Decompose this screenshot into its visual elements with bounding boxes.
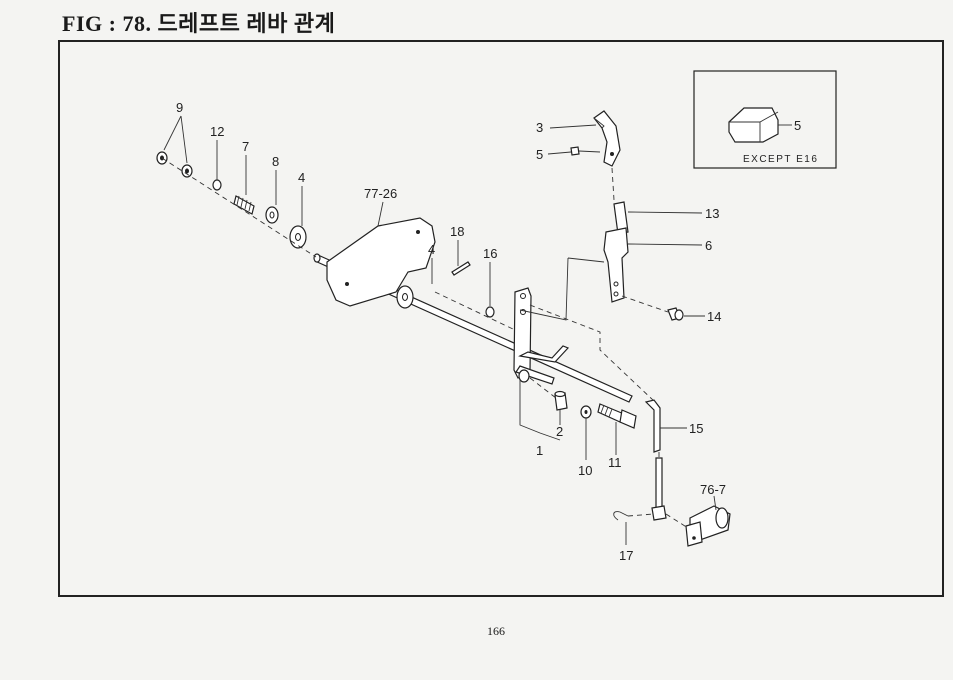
label-3: 3 [536, 120, 543, 135]
rod-15 [644, 399, 667, 521]
leader-lines [163, 115, 717, 545]
label-1: 1 [536, 443, 543, 458]
plate-6 [603, 227, 629, 303]
label-2: 2 [556, 424, 563, 439]
label-16: 16 [483, 246, 497, 261]
plate-13 [613, 201, 629, 235]
washer-16 [485, 306, 495, 318]
label-4-upper: 4 [298, 170, 305, 185]
screw-5 [570, 146, 601, 156]
inset-part-label: 5 [794, 118, 801, 133]
knob-cap-part [728, 107, 779, 143]
screw-14 [667, 307, 684, 321]
washer-9b [181, 164, 193, 178]
label-13: 13 [705, 206, 719, 221]
label-6: 6 [705, 238, 712, 253]
label-5: 5 [536, 147, 543, 162]
label-12: 12 [210, 124, 224, 139]
washer-10 [580, 405, 592, 419]
label-8: 8 [272, 154, 279, 169]
figure-title: FIG : 78. 드레프트 레바 관계 [62, 11, 336, 36]
label-9: 9 [176, 100, 183, 115]
sector-3 [593, 110, 621, 167]
label-4-lower: 4 [428, 242, 435, 257]
washer-4b [396, 285, 414, 309]
inset-caption: EXCEPT E16 [743, 154, 818, 165]
assembly-lines [161, 157, 689, 529]
label-18: 18 [450, 224, 464, 239]
spring-7 [233, 195, 255, 215]
inset-box: 5 EXCEPT E16 [693, 70, 837, 169]
part-labels: 9 12 7 8 4 77-26 18 4 16 3 5 13 6 14 15 … [176, 100, 726, 563]
label-76-7: 76-7 [700, 482, 726, 497]
washer-8 [265, 206, 279, 224]
label-11: 11 [608, 455, 622, 470]
label-10: 10 [578, 463, 592, 478]
collar-2 [554, 390, 568, 411]
label-7: 7 [242, 139, 249, 154]
label-14: 14 [707, 309, 721, 324]
label-15: 15 [689, 421, 703, 436]
washer-12 [212, 179, 222, 191]
pin-18 [451, 261, 471, 276]
bracket-77-26 [326, 217, 436, 307]
bolt-11 [597, 403, 637, 429]
label-17: 17 [619, 548, 633, 563]
diagram-frame [58, 40, 944, 597]
lever-arm-1 [513, 287, 570, 385]
label-77-26: 77-26 [364, 186, 397, 201]
washer-4a [289, 225, 307, 249]
arm-76-7 [685, 505, 731, 547]
clip-17 [613, 511, 629, 521]
page-number: 166 [487, 624, 505, 638]
